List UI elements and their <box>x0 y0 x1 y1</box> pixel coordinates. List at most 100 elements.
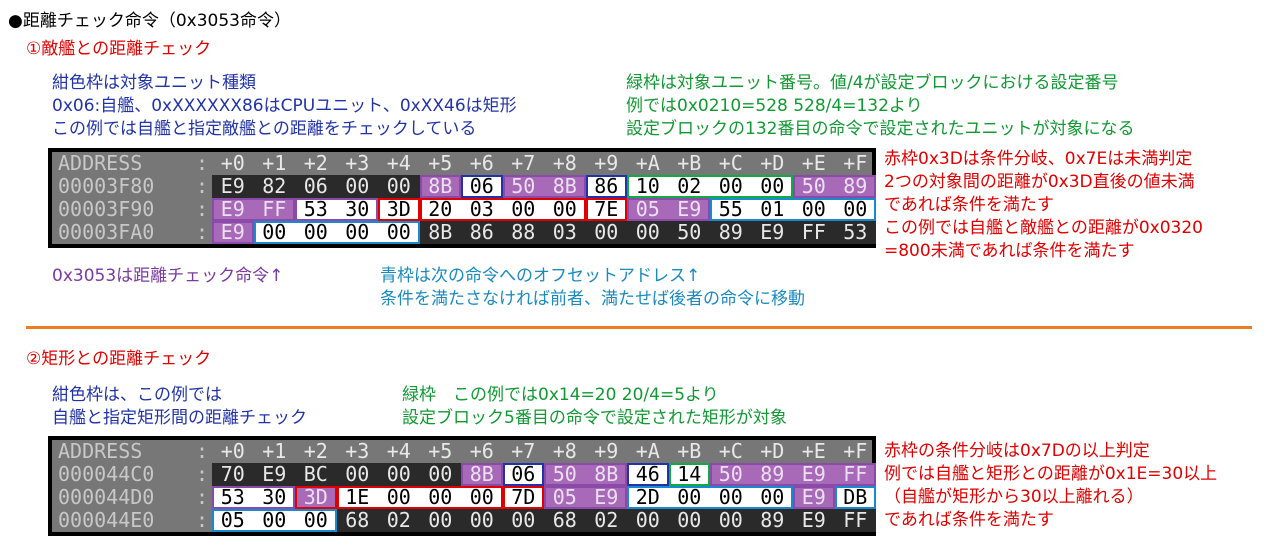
column-offset: +3 <box>345 151 370 175</box>
note-line: 青枠は次の命令へのオフセットアドレス↑ <box>380 266 701 286</box>
section2-heading: ②矩形との距離チェック <box>26 349 212 369</box>
column-offset: +9 <box>594 151 619 175</box>
column-offset: +E <box>801 151 826 175</box>
hex-byte: 00 <box>336 221 378 244</box>
hex-byte: 46 <box>627 463 669 486</box>
hex-header-row: ADDRESS:+0+1+2+3+4+5+6+7+8+9+A+B+C+D+E+F <box>52 152 876 175</box>
note-line: 例では0x0210=528 528/4=132より <box>626 96 923 116</box>
hex-byte: 00 <box>295 221 337 244</box>
hex-byte: 00 <box>336 175 378 198</box>
hex-byte: 7E <box>585 198 627 221</box>
note-line: 赤枠0x3Dは条件分岐、0x7Eは未満判定 <box>884 149 1193 169</box>
colon: : <box>195 220 209 244</box>
hex-byte: 05 <box>544 486 586 509</box>
column-offset: +3 <box>345 439 370 463</box>
hex-byte: 02 <box>668 175 710 198</box>
column-offset: +7 <box>511 151 536 175</box>
hex-byte: E9 <box>668 198 710 221</box>
colon: : <box>195 151 209 175</box>
note-line: （自艦が矩形から30以上離れる） <box>884 487 1144 507</box>
section-divider <box>26 326 1252 329</box>
note-line: 紺色枠は対象ユニット種類 <box>52 73 256 93</box>
hex-byte: 00 <box>751 486 793 509</box>
hex-byte: 89 <box>834 175 876 198</box>
hex-byte: 00 <box>710 509 752 532</box>
page-title: ●距離チェック命令（0x3053命令） <box>8 11 291 31</box>
hex-byte: 00 <box>378 463 420 486</box>
hex-byte: 00 <box>668 486 710 509</box>
column-offset: +5 <box>428 439 453 463</box>
hex-byte: FF <box>834 509 876 532</box>
hex-byte: 53 <box>212 486 254 509</box>
hex-byte: DB <box>834 486 876 509</box>
hex-byte: E9 <box>585 486 627 509</box>
column-offset: +6 <box>469 439 494 463</box>
hex-byte: 00 <box>461 509 503 532</box>
column-offset: +0 <box>220 151 245 175</box>
column-offset: +4 <box>386 151 411 175</box>
hex-byte: 05 <box>212 509 254 532</box>
hex-byte: 00 <box>627 221 669 244</box>
hex-byte: 00 <box>502 198 544 221</box>
hex-byte: 00 <box>253 509 295 532</box>
hex-byte: 8B <box>419 175 461 198</box>
column-offset: +1 <box>262 439 287 463</box>
column-offset: +E <box>801 439 826 463</box>
hex-byte: 50 <box>793 175 835 198</box>
hex-byte: 00 <box>627 509 669 532</box>
hex-byte: FF <box>253 198 295 221</box>
row-address: 00003F90 <box>58 197 155 221</box>
column-offset: +1 <box>262 151 287 175</box>
note-line: 例では自艦と矩形との距離が0x1E=30以上 <box>884 464 1218 484</box>
hex-byte: 03 <box>461 198 503 221</box>
section2-navy-note: 紺色枠は、この例では 自艦と指定矩形間の距離チェック <box>52 384 307 430</box>
hex-byte: 00 <box>793 198 835 221</box>
hex-byte: 86 <box>585 175 627 198</box>
column-offset: +0 <box>220 439 245 463</box>
row-address: 000044D0 <box>58 485 155 509</box>
hex-byte: 00 <box>419 486 461 509</box>
hex-byte: 05 <box>627 198 669 221</box>
hex-byte: 3D <box>295 486 337 509</box>
hex-byte: 00 <box>378 175 420 198</box>
hex-byte: E9 <box>751 221 793 244</box>
hex-byte: 00 <box>378 221 420 244</box>
column-offset: +4 <box>386 439 411 463</box>
colon: : <box>195 174 209 198</box>
hex-byte: 8B <box>585 463 627 486</box>
hex-byte: 53 <box>834 221 876 244</box>
hex-byte: 02 <box>585 509 627 532</box>
column-offset: +2 <box>303 439 328 463</box>
note-line: 緑枠は対象ユニット番号。値/4が設定ブロックにおける設定番号 <box>626 73 1119 93</box>
hex-byte: 00 <box>668 509 710 532</box>
hex-byte: 00 <box>419 509 461 532</box>
note-line: 条件を満たさなければ前者、満たせば後者の命令に移動 <box>380 289 805 309</box>
column-offset: +9 <box>594 439 619 463</box>
hex-byte: 70 <box>212 463 254 486</box>
hex-byte: 06 <box>295 175 337 198</box>
row-address: 00003FA0 <box>58 220 155 244</box>
section2-green-note: 緑枠 この例では0x14=20 20/4=5より 設定ブロック5番目の命令で設定… <box>402 384 787 430</box>
hex-byte: 68 <box>336 509 378 532</box>
hex-byte: 30 <box>336 198 378 221</box>
hex-byte: 00 <box>502 509 544 532</box>
note-line: =800未満であれば条件を満たす <box>884 241 1135 261</box>
hex-dump-1: ADDRESS:+0+1+2+3+4+5+6+7+8+9+A+B+C+D+E+F… <box>48 148 876 248</box>
colon: : <box>195 439 209 463</box>
hex-byte: 00 <box>253 221 295 244</box>
hex-byte: 00 <box>336 463 378 486</box>
column-offset: +D <box>760 439 785 463</box>
column-offset: +C <box>718 151 743 175</box>
section1-green-note: 緑枠は対象ユニット番号。値/4が設定ブロックにおける設定番号 例では0x0210… <box>626 72 1134 141</box>
column-offset: +C <box>718 439 743 463</box>
row-address: 000044E0 <box>58 508 155 532</box>
column-offset: +F <box>843 439 868 463</box>
hex-byte: 10 <box>627 175 669 198</box>
colon: : <box>195 197 209 221</box>
hex-byte: 00 <box>544 198 586 221</box>
column-offset: +F <box>843 151 868 175</box>
